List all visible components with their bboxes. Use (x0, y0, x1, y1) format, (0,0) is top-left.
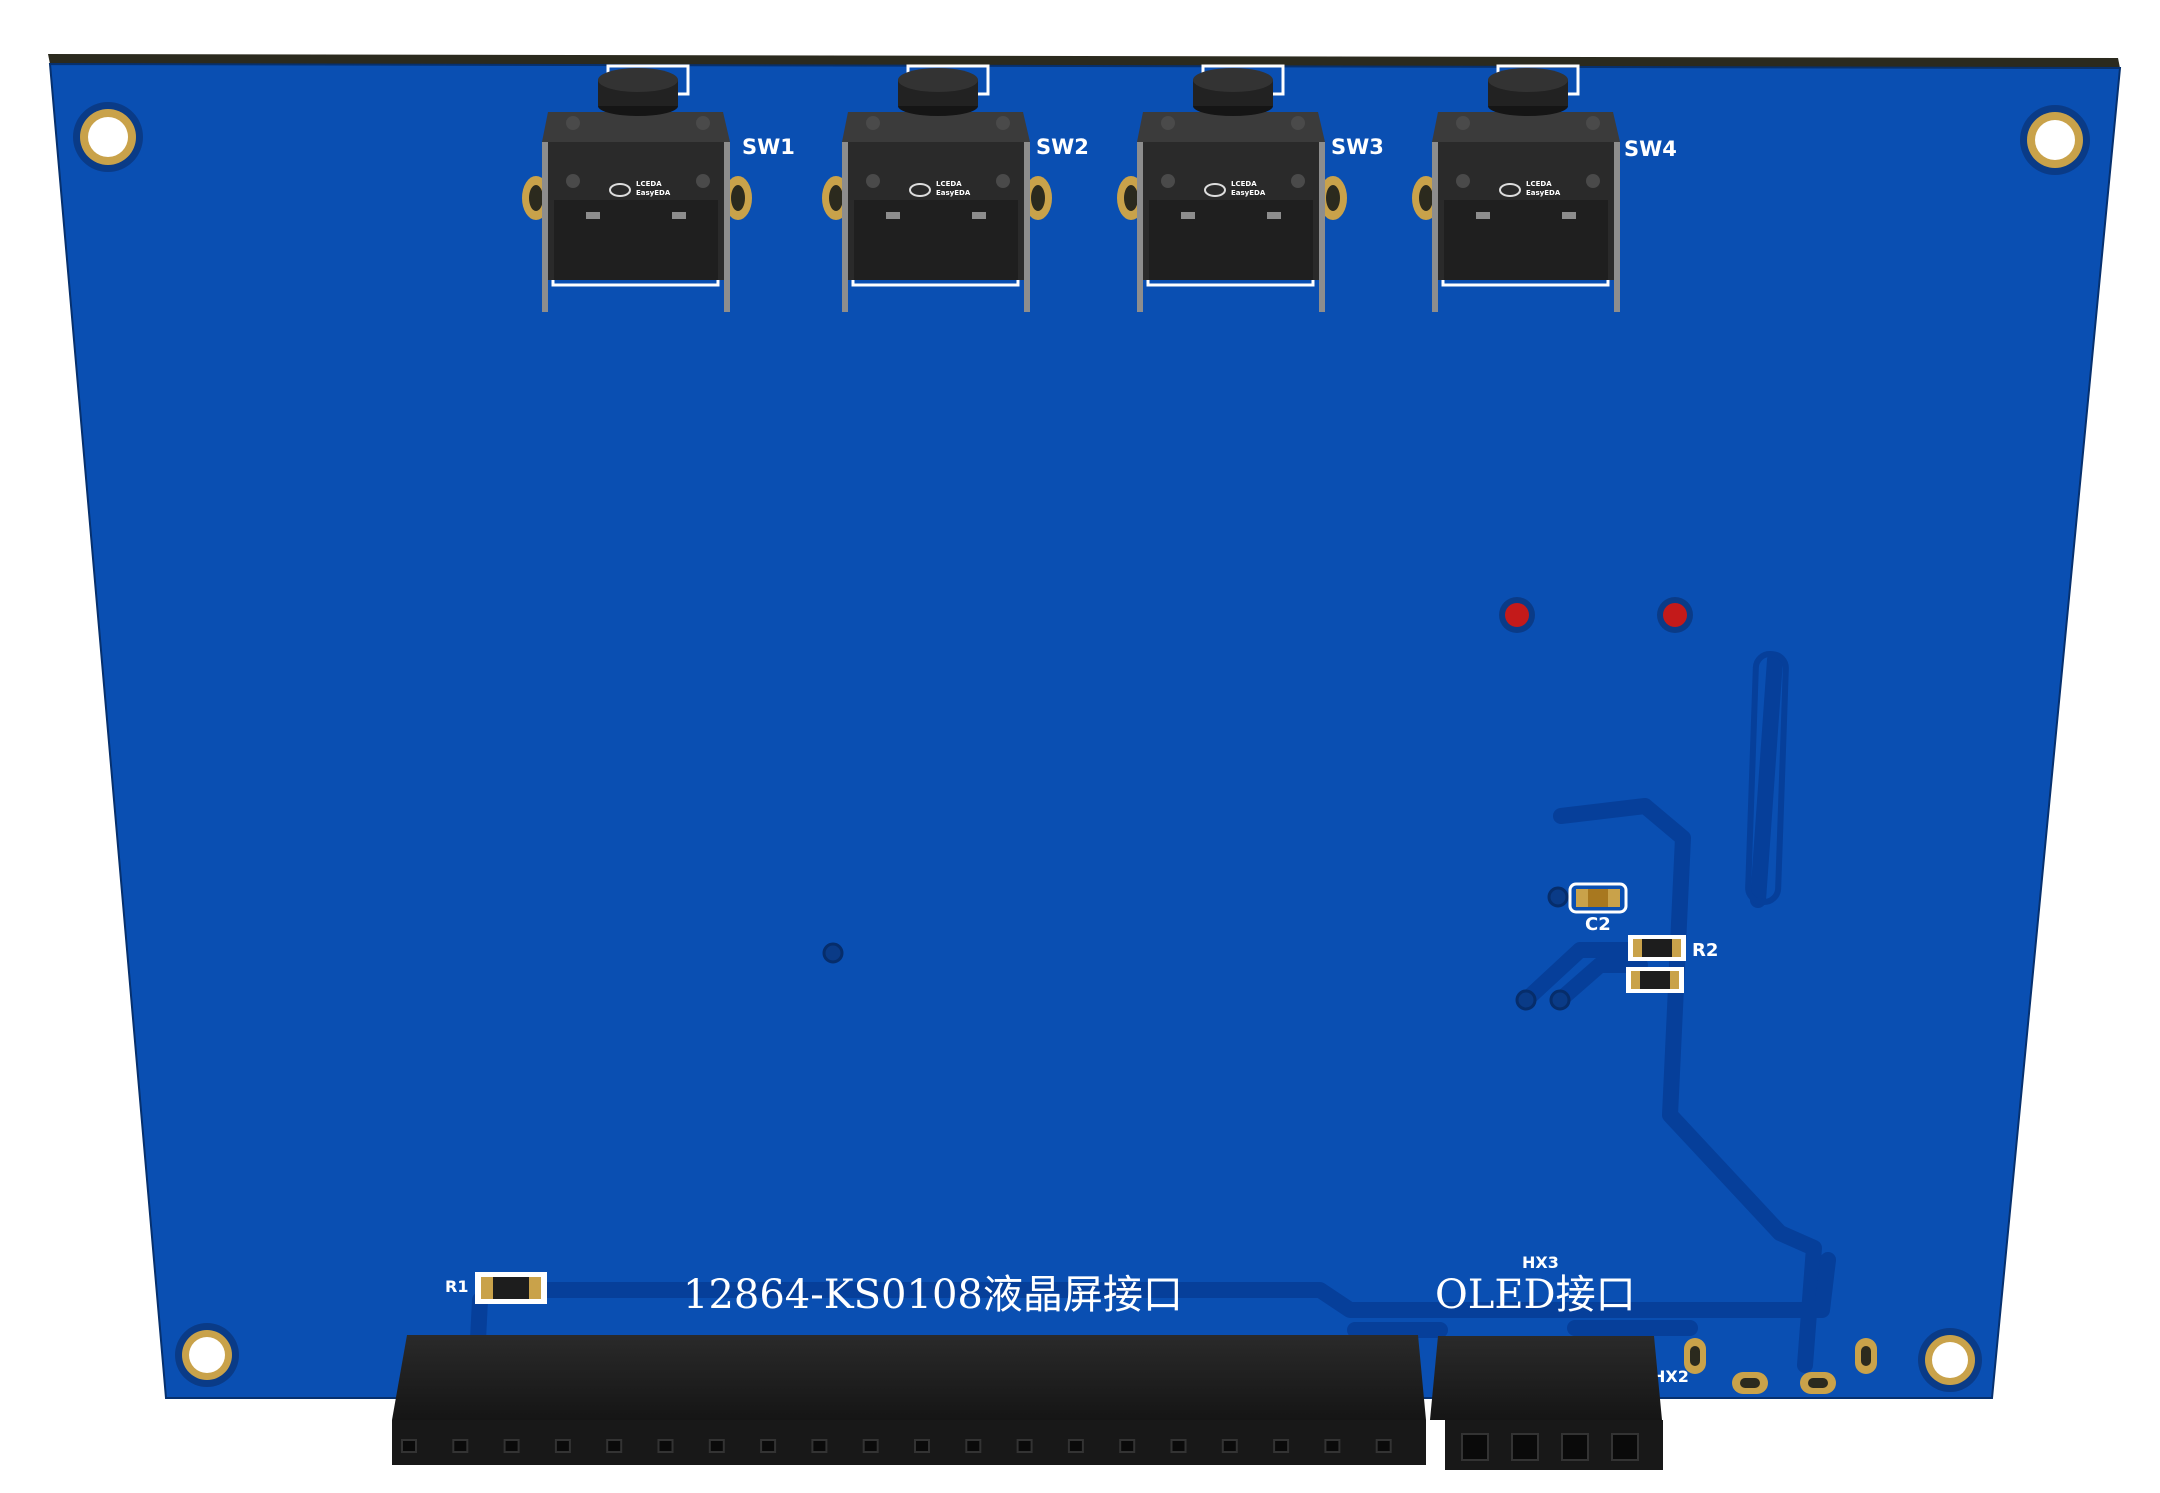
via (822, 886, 1571, 1011)
header-pin-socket (708, 1439, 725, 1453)
switch-logo-line2: EasyEDA (1526, 189, 1561, 197)
hx2-label: HX2 (1652, 1367, 1689, 1386)
header-pin-socket (503, 1439, 520, 1453)
switch-ref-label: SW3 (1331, 135, 1384, 159)
header-pin-socket (452, 1439, 469, 1453)
switch-ref-label: SW1 (742, 135, 795, 159)
slot-outline (1745, 651, 1789, 905)
switch-ref-label: SW4 (1624, 137, 1677, 161)
mounting-hole-icon (73, 102, 143, 172)
hx3-label: HX3 (1522, 1253, 1559, 1272)
header-pin-socket (401, 1439, 417, 1453)
header-pin-socket (554, 1439, 571, 1453)
oled-interface-label: OLED接口 (1435, 1272, 1636, 1318)
lceda-cloud-icon (1204, 183, 1226, 197)
switch-logo-line1: LCEDA (1231, 180, 1257, 188)
r2-label: R2 (1692, 940, 1718, 961)
header-pin-socket (914, 1439, 930, 1453)
header-pins (1461, 1433, 1639, 1461)
header-pin-socket (1170, 1439, 1187, 1453)
resistor-r1[interactable] (475, 1272, 547, 1304)
capacitor-c2[interactable] (1568, 882, 1628, 914)
switch-ref-label: SW2 (1036, 135, 1089, 159)
tactile-switch[interactable]: LCEDA EasyEDA SW3 (1117, 64, 1384, 312)
header-pin-socket (1016, 1439, 1033, 1453)
copper-traces (470, 652, 1836, 1373)
header-pins (401, 1439, 1392, 1453)
red-via (1657, 597, 1693, 633)
switch-logo-line2: EasyEDA (636, 189, 671, 197)
header-pin-socket (1324, 1439, 1341, 1453)
lceda-cloud-icon (909, 183, 931, 197)
header-pin-socket (965, 1439, 982, 1453)
switch-logo-line2: EasyEDA (936, 189, 971, 197)
c2-label: C2 (1585, 914, 1611, 935)
red-via (1499, 597, 1535, 633)
lcd-interface-label: 12864-KS0108液晶屏接口 (683, 1272, 1183, 1318)
switch-logo-line1: LCEDA (1526, 180, 1552, 188)
header-pin-socket (862, 1439, 879, 1453)
resistor-r2[interactable] (1626, 935, 1686, 993)
pcb-board (48, 62, 2122, 1399)
header-pin-socket (1221, 1439, 1238, 1453)
switch-logo-line1: LCEDA (936, 180, 962, 188)
switch-logo-line2: EasyEDA (1231, 189, 1266, 197)
tactile-switch[interactable]: LCEDA EasyEDA SW1 (522, 64, 795, 312)
lceda-cloud-icon (609, 183, 631, 197)
tactile-switch[interactable]: LCEDA EasyEDA SW2 (822, 64, 1089, 312)
r1-label: R1 (445, 1277, 468, 1296)
header-pin-socket (606, 1439, 623, 1453)
header-pin-socket (811, 1439, 828, 1453)
lcd-header-connector[interactable] (392, 1335, 1426, 1465)
oled-header-connector[interactable] (1430, 1336, 1663, 1470)
header-pin-socket (1119, 1439, 1136, 1453)
mounting-hole-icon (1918, 1328, 1982, 1392)
mounting-hole-icon (175, 1323, 239, 1387)
lceda-cloud-icon (1499, 183, 1521, 197)
header-pin-socket (657, 1439, 674, 1453)
switch-logo-line1: LCEDA (636, 180, 662, 188)
mounting-hole-icon (2020, 105, 2090, 175)
header-pin-socket (760, 1439, 777, 1453)
header-pin-socket (1273, 1439, 1290, 1453)
tactile-switch[interactable]: LCEDA EasyEDA SW4 (1412, 64, 1677, 312)
header-pin-socket (1067, 1439, 1084, 1453)
header-pin-socket (1375, 1439, 1392, 1453)
